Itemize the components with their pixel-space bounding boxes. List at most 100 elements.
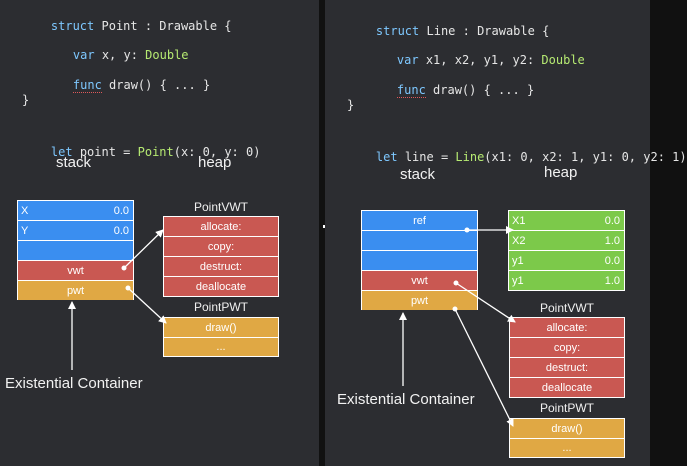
pwt-row: ... (164, 338, 278, 356)
vwt-entry: copy: (207, 240, 235, 253)
pwt-row: ... (510, 439, 624, 457)
stack-container: X 0.0 Y 0.0 vwt pwt (17, 200, 134, 300)
field-name: y1 (512, 274, 524, 287)
keyword: var (396, 53, 419, 67)
field-name: X1 (512, 214, 526, 227)
heap-row: X1 0.0 (509, 211, 624, 231)
keyword: let (50, 145, 73, 159)
struct-declaration: Point : Drawable { (94, 19, 232, 33)
pwt-row: draw() (164, 318, 278, 338)
keyword: var (72, 48, 95, 62)
let-binding: line = (397, 150, 456, 164)
struct-declaration: Line : Drawable { (419, 24, 550, 38)
code-line-var: var x, y: Double (44, 34, 189, 76)
pwt-table: draw() ... (509, 418, 625, 458)
field-value: 0.0 (604, 214, 620, 227)
vwt-title: PointVWT (539, 301, 594, 315)
vwt-row: copy: (164, 237, 278, 257)
pwt-entry: ... (216, 341, 226, 353)
stack-label: stack (56, 154, 92, 171)
pwt-entry: draw() (205, 321, 237, 334)
stack-row-pwt: pwt (18, 281, 133, 300)
stack-label: stack (400, 166, 436, 183)
existential-container-label: Existential Container (5, 375, 143, 392)
code-line-struct: struct Line : Drawable { (347, 10, 549, 52)
type-name: Double (541, 53, 585, 67)
code-line-var: var x1, x2, y1, y2: Double (368, 39, 585, 81)
field-name: Y (21, 224, 29, 237)
keyword: struct (50, 19, 95, 33)
var-names: x, y: (94, 48, 146, 62)
stack-row-vwt: vwt (18, 261, 133, 281)
pwt-title: PointPWT (193, 300, 248, 314)
stack-row-x: X 0.0 (18, 201, 133, 221)
type-name: Point (137, 145, 174, 159)
var-names: x1, x2, y1, y2: (418, 53, 542, 67)
field-value: 1.0 (604, 274, 620, 287)
vwt-row: copy: (510, 338, 624, 358)
initializer-args: (x: 0, y: 0) (173, 145, 261, 159)
pwt-entry: draw() (551, 422, 583, 435)
vwt-entry: destruct: (199, 260, 243, 273)
vwt-row: destruct: (510, 358, 624, 378)
stack-row-vwt: vwt (362, 271, 477, 291)
field-name: pwt (66, 284, 85, 297)
pwt-table: draw() ... (163, 317, 279, 357)
vwt-entry: deallocate (541, 381, 593, 394)
field-name: ref (413, 214, 426, 227)
heap-row: X2 1.0 (509, 231, 624, 251)
vwt-entry: allocate: (200, 220, 242, 233)
field-value: 1.0 (604, 234, 620, 247)
heap-label: heap (544, 164, 578, 181)
type-name: Double (145, 48, 189, 62)
stack-row-pwt: pwt (362, 291, 477, 310)
let-binding: point = (72, 145, 138, 159)
vwt-table: allocate: copy: destruct: deallocate (509, 317, 625, 398)
field-value: 0.0 (113, 224, 129, 237)
stack-row-empty (362, 251, 477, 271)
right-panel: struct Line : Drawable { var x1, x2, y1,… (325, 0, 687, 466)
vwt-row: deallocate (164, 277, 278, 296)
left-panel: struct Point : Drawable { var x, y: Doub… (0, 0, 319, 466)
field-name: pwt (410, 294, 429, 307)
code-line-func: func draw() { ... } (44, 64, 210, 106)
vwt-entry: deallocate (195, 280, 247, 293)
vwt-table: allocate: copy: destruct: deallocate (163, 216, 279, 297)
code-line-close: } (22, 93, 30, 107)
pwt-row: draw() (510, 419, 624, 439)
stack-container: ref vwt pwt (361, 210, 478, 310)
field-name: vwt (67, 264, 84, 277)
stack-row-ref: ref (362, 211, 477, 231)
heap-row: y1 1.0 (509, 271, 624, 290)
pwt-entry: ... (562, 442, 572, 454)
vwt-entry: copy: (553, 341, 581, 354)
stack-row-empty (18, 241, 133, 261)
vwt-entry: allocate: (546, 321, 588, 334)
vwt-entry: destruct: (545, 361, 589, 374)
vwt-title: PointVWT (193, 200, 248, 214)
stack-row-y: Y 0.0 (18, 221, 133, 241)
code-line-let: let line = Line(x1: 0, x2: 1, y1: 0, y2:… (347, 136, 687, 178)
initializer-args: (x1: 0, x2: 1, y1: 0, y2: 1) (484, 150, 687, 164)
field-value: 0.0 (113, 204, 129, 217)
heap-row: y1 0.0 (509, 251, 624, 271)
vwt-row: destruct: (164, 257, 278, 277)
code-line-close: } (347, 98, 355, 112)
func-body: draw() { ... } (101, 78, 211, 92)
divider-dot (323, 225, 326, 228)
pwt-title: PointPWT (539, 401, 594, 415)
field-value: 0.0 (604, 254, 620, 267)
code-line-let: let point = Point(x: 0, y: 0) (22, 131, 261, 173)
stack-row-empty (362, 231, 477, 251)
keyword: func (396, 83, 426, 98)
code-line-func: func draw() { ... } (368, 69, 534, 111)
keyword: struct (375, 24, 420, 38)
existential-container-label: Existential Container (337, 391, 475, 408)
field-name: X2 (512, 234, 526, 247)
heap-label: heap (198, 154, 232, 171)
func-body: draw() { ... } (425, 83, 535, 97)
vwt-row: allocate: (164, 217, 278, 237)
keyword: func (72, 78, 102, 93)
field-name: vwt (411, 274, 428, 287)
keyword: let (375, 150, 398, 164)
